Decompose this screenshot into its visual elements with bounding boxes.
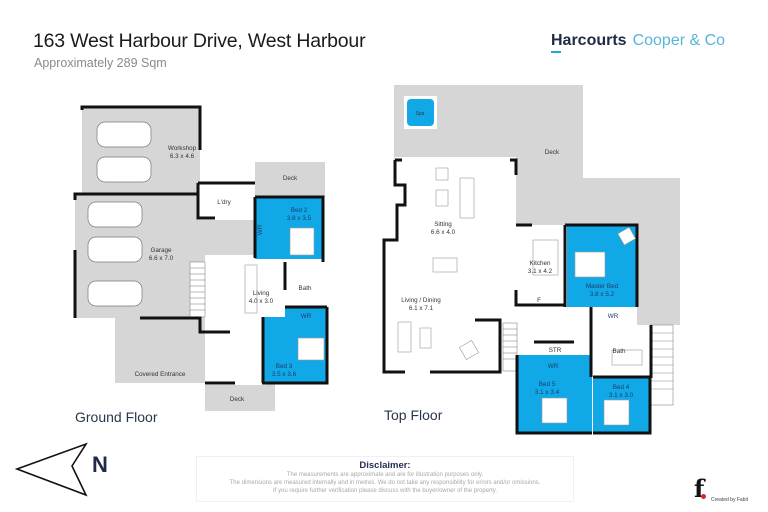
property-address: 163 West Harbour Drive, West Harbour	[33, 30, 366, 52]
label-master-bed-dims: 3.8 x 5.2	[590, 291, 615, 298]
label-wr-2: WR	[548, 363, 559, 370]
top-floor-label: Top Floor	[384, 407, 443, 423]
brand-logo: Harcourts Cooper & Co	[551, 32, 725, 50]
room-str	[534, 342, 574, 355]
top-floor-plan: Spa Deck Sitting 6.6 x 4.0 Kitchen 3.1 x…	[382, 85, 680, 435]
fabit-logo-icon: f	[694, 474, 705, 503]
room-living-dining	[384, 157, 565, 372]
label-str: STR	[549, 347, 562, 354]
property-area: Approximately 289 Sqm	[34, 56, 167, 70]
label-bed-3: Bed 3	[276, 363, 293, 370]
brand-primary: Harcourts	[551, 32, 627, 49]
room-bed-3-ext	[263, 317, 288, 383]
label-bed-2: Bed 2	[291, 207, 308, 214]
label-bed-3-dims: 3.5 x 3.6	[272, 371, 297, 378]
label-workshop-dims: 6.3 x 4.6	[170, 153, 195, 160]
label-kitchen-dims: 3.1 x 4.2	[528, 268, 553, 275]
disclaimer-line: The dimensions are measured internally a…	[229, 480, 541, 486]
label-wr: WR	[608, 313, 619, 320]
ground-floor-label: Ground Floor	[75, 409, 158, 425]
room-deck	[255, 162, 325, 197]
car-icons	[87, 121, 152, 307]
room-spa	[407, 99, 434, 126]
bed-icons	[289, 227, 325, 361]
disclaimer-line: The measurements are approximate and are…	[286, 472, 484, 478]
label-wr: WR	[257, 224, 264, 235]
walls	[73, 105, 329, 385]
stairs	[502, 322, 674, 406]
room-deck	[394, 85, 680, 325]
label-workshop: Workshop	[168, 145, 197, 152]
label-master-bed: Master Bed	[586, 283, 619, 290]
room-deck	[205, 383, 275, 411]
disclaimer-box: Disclaimer: The measurements are approxi…	[196, 456, 574, 502]
stairs	[189, 261, 206, 318]
label-living-dining-dims: 6.1 x 7.1	[409, 305, 434, 312]
label-spa: Spa	[416, 111, 425, 117]
label-living-dining: Living / Dining	[401, 297, 441, 304]
walls	[382, 158, 653, 435]
label-bed-5-dims: 3.1 x 3.4	[535, 389, 560, 396]
disclaimer-heading: Disclaimer:	[359, 460, 411, 471]
label-covered-entrance: Covered Entrance	[135, 371, 186, 378]
room-laundry	[198, 183, 255, 220]
label-bed-5: Bed 5	[539, 381, 556, 388]
label-bath: Bath	[299, 285, 312, 292]
label-deck: Deck	[283, 175, 298, 182]
label-living: Living	[253, 290, 270, 297]
fabit-dot-icon	[701, 494, 706, 499]
label-deck-2: Deck	[230, 396, 245, 403]
compass-arrow-icon	[14, 442, 88, 497]
label-bed-4-dims: 3.1 x 3.0	[609, 392, 634, 399]
ground-floor-plan: Workshop 6.3 x 4.6 Garage 6.6 x 7.0 L'dr…	[73, 105, 329, 411]
label-kitchen: Kitchen	[529, 260, 551, 267]
brand-secondary: Cooper & Co	[632, 32, 726, 49]
label-wr-2: WR	[301, 313, 312, 320]
label-bed-2-dims: 3.8 x 3.5	[287, 215, 312, 222]
label-garage-dims: 6.6 x 7.0	[149, 255, 174, 262]
label-garage: Garage	[150, 247, 172, 254]
room-covered-entrance	[115, 318, 210, 383]
furniture-icons	[397, 167, 643, 426]
room-bath	[285, 262, 325, 307]
disclaimer-line: If you require further verification plea…	[272, 488, 497, 494]
label-sitting-dims: 6.6 x 4.0	[431, 229, 456, 236]
north-label: N	[92, 452, 108, 477]
label-deck: Deck	[545, 149, 560, 156]
label-living-dims: 4.0 x 3.0	[249, 298, 274, 305]
label-fridge: F	[537, 297, 541, 304]
label-laundry: L'dry	[217, 199, 231, 206]
label-bed-4: Bed 4	[613, 384, 630, 391]
credit-text: Created by Fabit	[711, 497, 748, 503]
label-sitting: Sitting	[434, 221, 452, 228]
label-bath: Bath	[613, 348, 626, 355]
sofa-icon	[244, 264, 258, 314]
